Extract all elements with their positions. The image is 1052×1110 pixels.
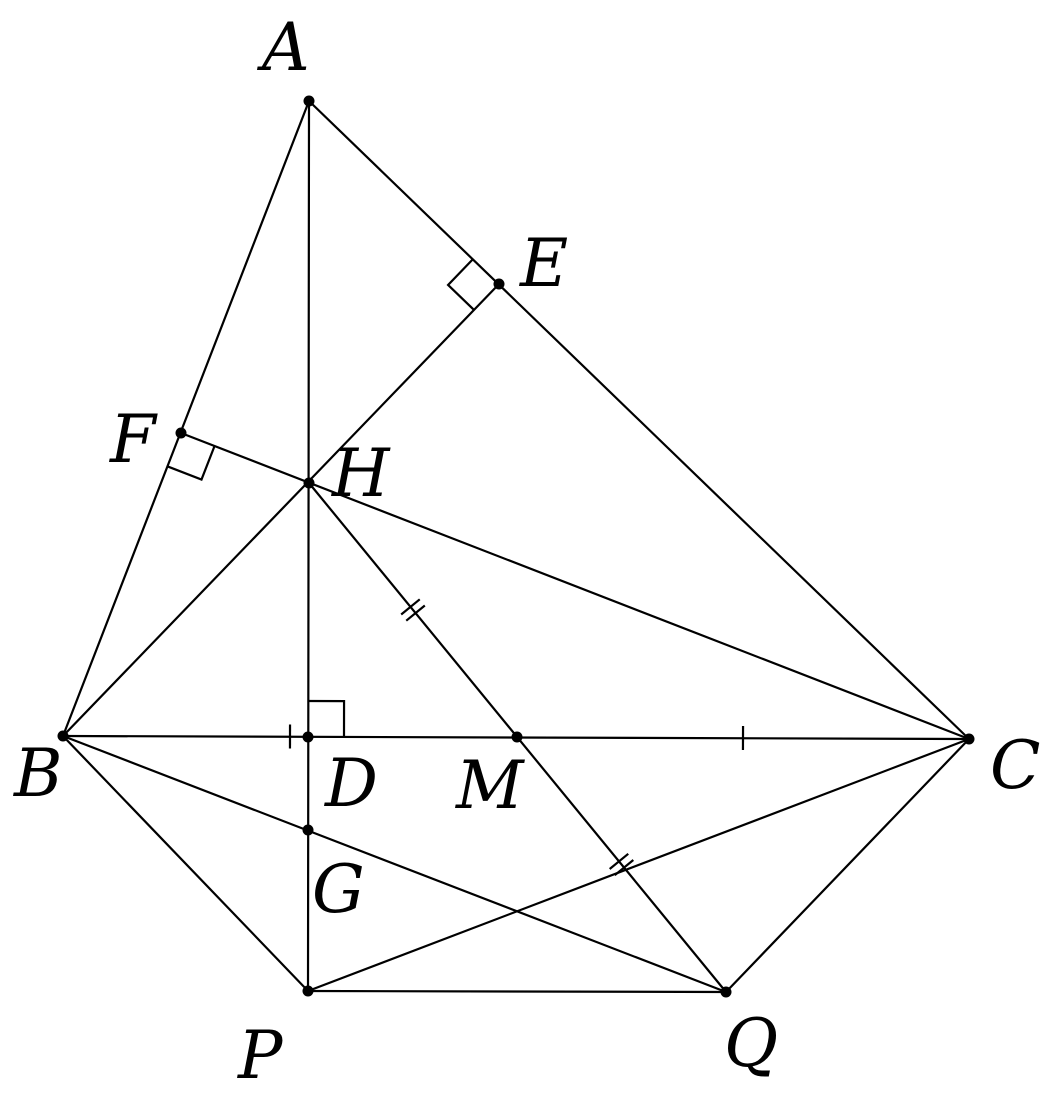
segment-layer xyxy=(61,99,971,994)
point-F xyxy=(175,427,187,439)
label-E: E xyxy=(519,225,568,302)
point-G xyxy=(302,824,314,836)
point-Q xyxy=(720,986,732,998)
point-A xyxy=(303,95,315,107)
segment-AP xyxy=(306,99,311,993)
segment-BQ xyxy=(61,734,728,994)
tick-mark-MQ-1 xyxy=(608,852,629,870)
point-P xyxy=(302,985,314,997)
label-P: P xyxy=(237,1017,284,1094)
point-C xyxy=(963,733,975,745)
tick-mark-MQ-2 xyxy=(614,859,635,877)
point-B xyxy=(57,730,69,742)
mark-layer xyxy=(167,258,745,877)
point-H xyxy=(303,477,315,489)
segment-BP xyxy=(61,734,310,993)
segment-CF xyxy=(179,431,971,741)
segment-CQ xyxy=(724,737,971,994)
label-G: G xyxy=(312,851,365,928)
segment-AC xyxy=(307,99,971,741)
point-M xyxy=(511,731,523,743)
right-angle-mark-E xyxy=(446,258,475,311)
segment-PQ xyxy=(306,989,728,994)
point-E xyxy=(493,278,505,290)
point-layer xyxy=(57,95,975,998)
tick-mark-HM-2 xyxy=(405,604,426,622)
label-C: C xyxy=(990,727,1041,804)
label-Q: Q xyxy=(724,1005,778,1082)
right-angle-mark-F xyxy=(167,445,216,482)
label-H: H xyxy=(331,435,391,512)
segment-BE xyxy=(61,282,501,738)
tick-mark-HM-1 xyxy=(400,598,421,616)
right-angle-mark-D xyxy=(308,699,346,738)
label-M: M xyxy=(455,747,525,824)
point-D xyxy=(302,731,314,743)
label-A: A xyxy=(256,9,310,86)
label-B: B xyxy=(13,735,63,812)
label-F: F xyxy=(109,401,158,478)
label-D: D xyxy=(324,745,378,822)
segment-AB xyxy=(61,99,311,738)
segment-CP xyxy=(306,737,971,993)
